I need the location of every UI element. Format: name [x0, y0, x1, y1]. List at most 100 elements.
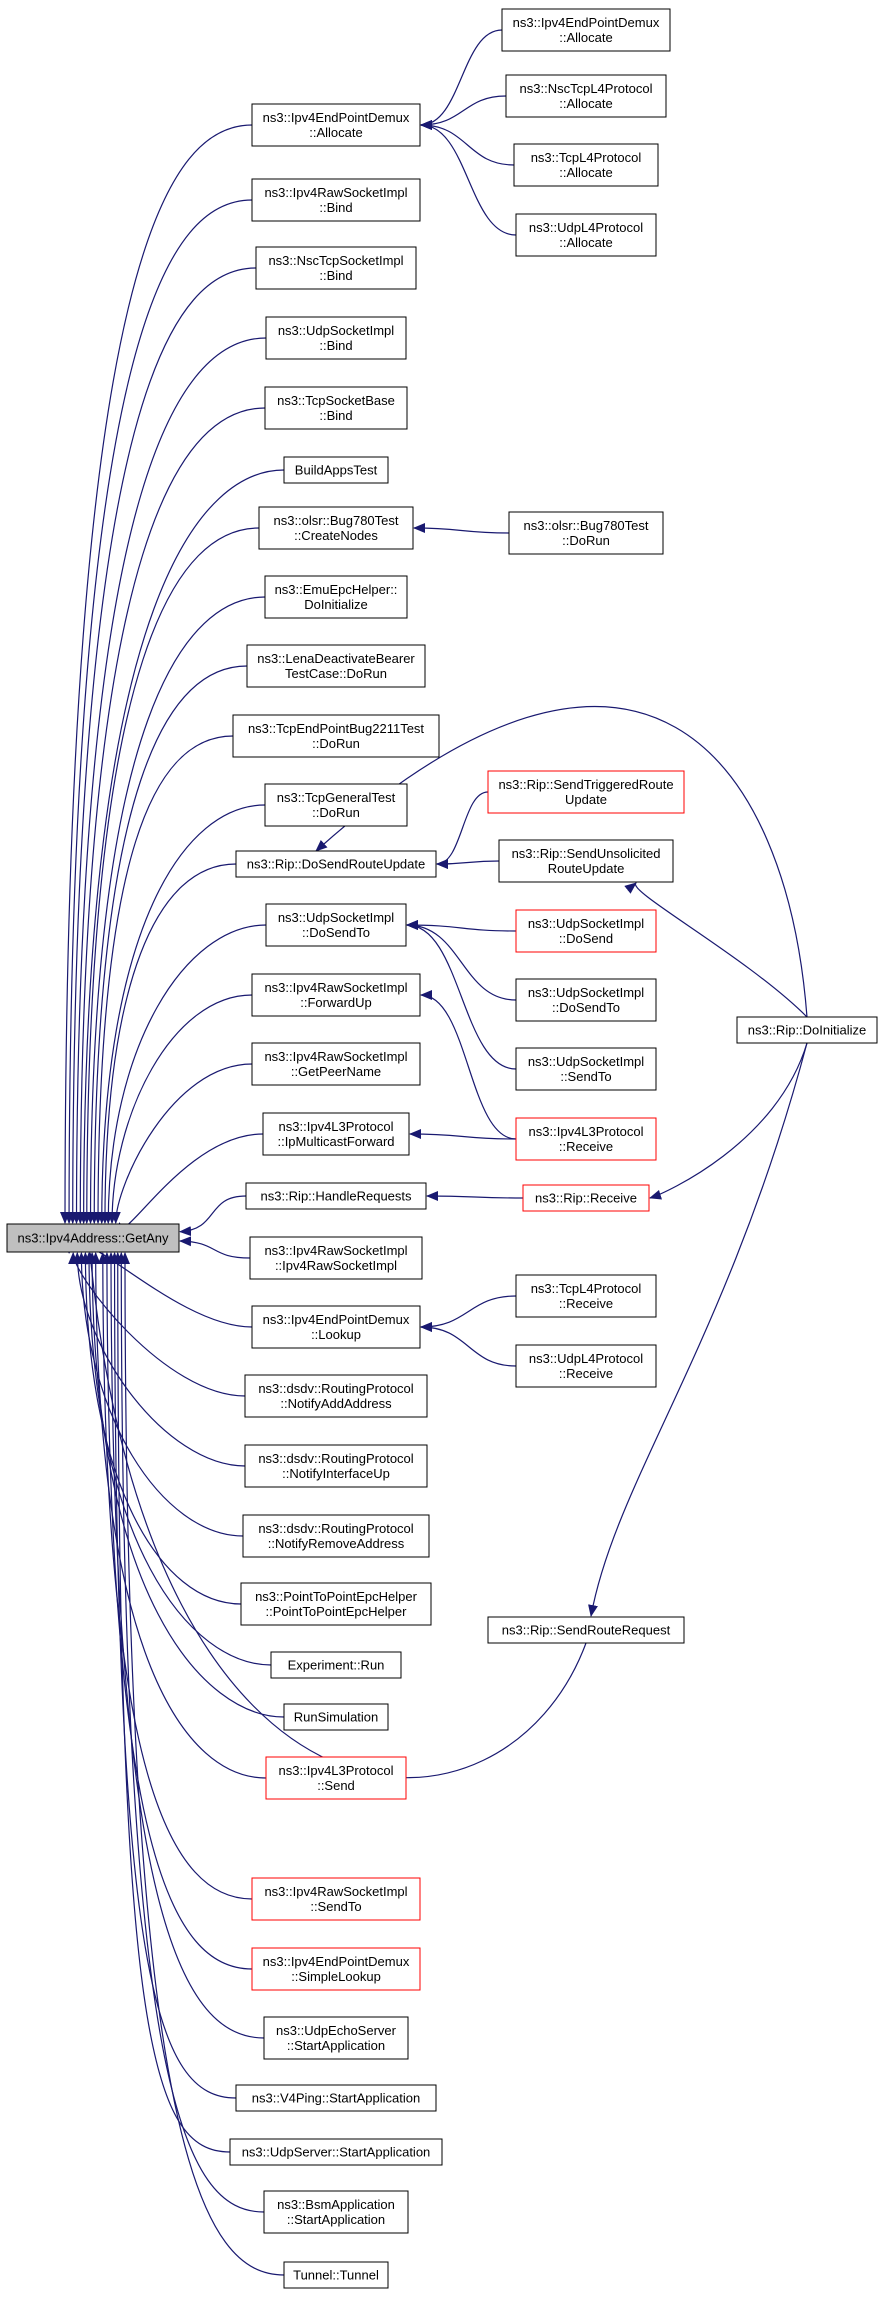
- nodes-layer: ns3::Ipv4Address::GetAnyns3::Ipv4EndPoin…: [6, 8, 878, 2289]
- graph-node-n6[interactable]: BuildAppsTest: [283, 456, 389, 484]
- graph-node-n2[interactable]: ns3::Ipv4RawSocketImpl::Bind: [251, 178, 421, 222]
- node-box: [244, 1374, 428, 1418]
- graph-node-n7[interactable]: ns3::olsr::Bug780Test::CreateNodes: [258, 506, 414, 550]
- node-box: [246, 644, 426, 688]
- graph-node-n30[interactable]: ns3::V4Ping::StartApplication: [235, 2084, 437, 2112]
- node-box: [265, 903, 407, 947]
- node-label-line: ns3::Ipv4L3Protocol: [529, 1124, 644, 1139]
- node-label-line: ::Lookup: [311, 1327, 361, 1342]
- node-label-line: ns3::NscTcpSocketImpl: [268, 253, 403, 268]
- edge-m1-to-n1: [420, 29, 503, 130]
- graph-node-n33[interactable]: Tunnel::Tunnel: [283, 2261, 389, 2289]
- graph-node-m15[interactable]: ns3::Rip::SendRouteRequest: [487, 1616, 685, 1644]
- node-box: [487, 1616, 685, 1644]
- graph-node-n17[interactable]: ns3::Rip::HandleRequests: [245, 1182, 427, 1210]
- graph-node-n12[interactable]: ns3::Rip::DoSendRouteUpdate: [235, 850, 437, 878]
- node-box: [515, 1047, 657, 1091]
- graph-node-n27[interactable]: ns3::Ipv4RawSocketImpl::SendTo: [251, 1877, 421, 1921]
- edge-n6-to-root: [78, 469, 285, 1224]
- node-label-line: ::StartApplication: [287, 2038, 385, 2053]
- graph-node-m4[interactable]: ns3::UdpL4Protocol::Allocate: [515, 213, 657, 257]
- graph-node-n31[interactable]: ns3::UdpServer::StartApplication: [229, 2138, 443, 2166]
- node-label-line: ns3::UdpEchoServer: [276, 2023, 397, 2038]
- node-label-line: ns3::Ipv4RawSocketImpl: [264, 1884, 407, 1899]
- node-label-line: ns3::dsdv::RoutingProtocol: [258, 1451, 413, 1466]
- node-box: [251, 973, 421, 1017]
- edge-n1-to-root: [60, 124, 253, 1224]
- node-box: [255, 246, 417, 290]
- graph-node-r1[interactable]: ns3::Rip::DoInitialize: [736, 1016, 878, 1044]
- edge-n23-to-root: [80, 1252, 242, 1605]
- graph-node-n25[interactable]: RunSimulation: [283, 1703, 389, 1731]
- node-label-line: ::Ipv4RawSocketImpl: [275, 1258, 397, 1273]
- graph-node-n4[interactable]: ns3::UdpSocketImpl::Bind: [265, 316, 407, 360]
- node-label-line: ns3::UdpSocketImpl: [528, 1054, 644, 1069]
- graph-node-n28[interactable]: ns3::Ipv4EndPointDemux::SimpleLookup: [251, 1947, 421, 1991]
- graph-node-n14[interactable]: ns3::Ipv4RawSocketImpl::ForwardUp: [251, 973, 421, 1017]
- edge-n2-to-root: [64, 199, 253, 1224]
- edge-n14-to-root: [107, 994, 253, 1224]
- graph-node-n24[interactable]: Experiment::Run: [270, 1651, 402, 1679]
- node-box: [515, 1117, 657, 1161]
- node-label-line: ns3::Rip::DoSendRouteUpdate: [247, 857, 426, 872]
- graph-node-n10[interactable]: ns3::TcpEndPointBug2211Test::DoRun: [232, 714, 440, 758]
- edge-m9-to-n13: [406, 920, 517, 1001]
- node-box: [736, 1016, 878, 1044]
- node-box: [264, 783, 408, 827]
- node-label-line: ::DoRun: [562, 533, 610, 548]
- node-label-line: ::DoSendTo: [552, 1000, 620, 1015]
- graph-node-m14[interactable]: ns3::UdpL4Protocol::Receive: [515, 1344, 657, 1388]
- graph-node-n32[interactable]: ns3::BsmApplication::StartApplication: [263, 2190, 409, 2234]
- edge-n31-to-root: [112, 1252, 231, 2153]
- graph-node-n13[interactable]: ns3::UdpSocketImpl::DoSendTo: [265, 903, 407, 947]
- graph-node-n16[interactable]: ns3::Ipv4L3Protocol::IpMulticastForward: [262, 1112, 410, 1156]
- edge-m10-to-n13: [406, 920, 517, 1070]
- node-label-line: ::Allocate: [559, 96, 612, 111]
- node-box: [515, 909, 657, 953]
- graph-node-n21[interactable]: ns3::dsdv::RoutingProtocol::NotifyInterf…: [244, 1444, 428, 1488]
- graph-node-n11[interactable]: ns3::TcpGeneralTest::DoRun: [264, 783, 408, 827]
- graph-node-n22[interactable]: ns3::dsdv::RoutingProtocol::NotifyRemove…: [242, 1514, 430, 1558]
- node-label-line: ns3::V4Ping::StartApplication: [252, 2091, 420, 2106]
- graph-node-n29[interactable]: ns3::UdpEchoServer::StartApplication: [263, 2016, 409, 2060]
- graph-node-n8[interactable]: ns3::EmuEpcHelper::DoInitialize: [264, 575, 408, 619]
- edge-m6-to-n12: [436, 791, 489, 869]
- node-label-line: ns3::TcpL4Protocol: [531, 1281, 642, 1296]
- edge-r1-to-m7: [624, 882, 808, 1018]
- graph-node-n5[interactable]: ns3::TcpSocketBase::Bind: [264, 386, 408, 430]
- graph-node-m2[interactable]: ns3::NscTcpL4Protocol::Allocate: [505, 74, 667, 118]
- graph-node-n20[interactable]: ns3::dsdv::RoutingProtocol::NotifyAddAdd…: [244, 1374, 428, 1418]
- edge-m8-to-n13: [406, 920, 517, 932]
- graph-node-m12[interactable]: ns3::Rip::Receive: [522, 1184, 650, 1212]
- node-box: [515, 213, 657, 257]
- node-label-line: ns3::Ipv4RawSocketImpl: [264, 185, 407, 200]
- edge-n21-to-root: [72, 1252, 246, 1467]
- graph-node-m1[interactable]: ns3::Ipv4EndPointDemux::Allocate: [501, 8, 671, 52]
- graph-node-n1[interactable]: ns3::Ipv4EndPointDemux::Allocate: [251, 103, 421, 147]
- graph-node-root[interactable]: ns3::Ipv4Address::GetAny: [6, 1223, 180, 1253]
- graph-node-m10[interactable]: ns3::UdpSocketImpl::SendTo: [515, 1047, 657, 1091]
- graph-node-n23[interactable]: ns3::PointToPointEpcHelper::PointToPoint…: [240, 1582, 432, 1626]
- graph-node-m13[interactable]: ns3::TcpL4Protocol::Receive: [515, 1274, 657, 1318]
- node-label-line: ns3::UdpL4Protocol: [529, 1351, 643, 1366]
- graph-node-n18[interactable]: ns3::Ipv4RawSocketImpl::Ipv4RawSocketImp…: [249, 1236, 423, 1280]
- graph-node-n15[interactable]: ns3::Ipv4RawSocketImpl::GetPeerName: [251, 1042, 421, 1086]
- graph-node-n26[interactable]: ns3::Ipv4L3Protocol::Send: [265, 1756, 407, 1800]
- graph-node-m9[interactable]: ns3::UdpSocketImpl::DoSendTo: [515, 978, 657, 1022]
- graph-node-m3[interactable]: ns3::TcpL4Protocol::Allocate: [513, 143, 659, 187]
- graph-node-m8[interactable]: ns3::UdpSocketImpl::DoSend: [515, 909, 657, 953]
- edge-n27-to-root: [97, 1252, 253, 1900]
- node-label-line: ns3::UdpServer::StartApplication: [242, 2145, 431, 2160]
- graph-node-m5[interactable]: ns3::olsr::Bug780Test::DoRun: [508, 511, 664, 555]
- graph-node-n3[interactable]: ns3::NscTcpSocketImpl::Bind: [255, 246, 417, 290]
- edge-n29-to-root: [106, 1252, 265, 2039]
- graph-node-n19[interactable]: ns3::Ipv4EndPointDemux::Lookup: [251, 1305, 421, 1349]
- edge-n15-to-root: [110, 1063, 253, 1224]
- node-box: [515, 1274, 657, 1318]
- graph-node-m11[interactable]: ns3::Ipv4L3Protocol::Receive: [515, 1117, 657, 1161]
- node-box: [242, 1514, 430, 1558]
- node-label-line: ns3::Rip::SendRouteRequest: [502, 1623, 671, 1638]
